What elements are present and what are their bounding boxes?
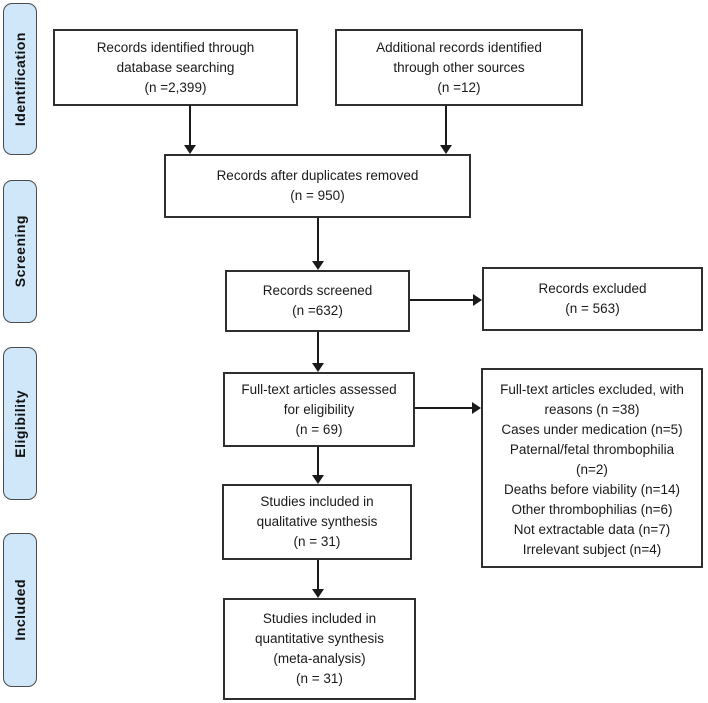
stage-included-label: Included: [12, 579, 28, 641]
node-records-screened-text: Records screened(n =632): [262, 283, 373, 318]
stage-included: Included: [3, 533, 37, 687]
node-duplicates-removed: Records after duplicates removed(n = 950…: [164, 154, 471, 218]
stage-screening-label: Screening: [12, 215, 28, 288]
stage-identification: Identification: [3, 3, 37, 155]
node-records-excluded: Records excluded(n = 563): [482, 267, 703, 331]
stage-identification-label: Identification: [12, 31, 28, 127]
node-records-screened: Records screened(n =632): [225, 270, 410, 332]
node-records-excluded-text: Records excluded(n = 563): [538, 281, 647, 316]
node-duplicates-removed-text: Records after duplicates removed(n = 950…: [216, 168, 419, 203]
stage-eligibility: Eligibility: [3, 347, 37, 500]
stage-eligibility-label: Eligibility: [12, 389, 28, 458]
stage-screening: Screening: [3, 180, 37, 323]
